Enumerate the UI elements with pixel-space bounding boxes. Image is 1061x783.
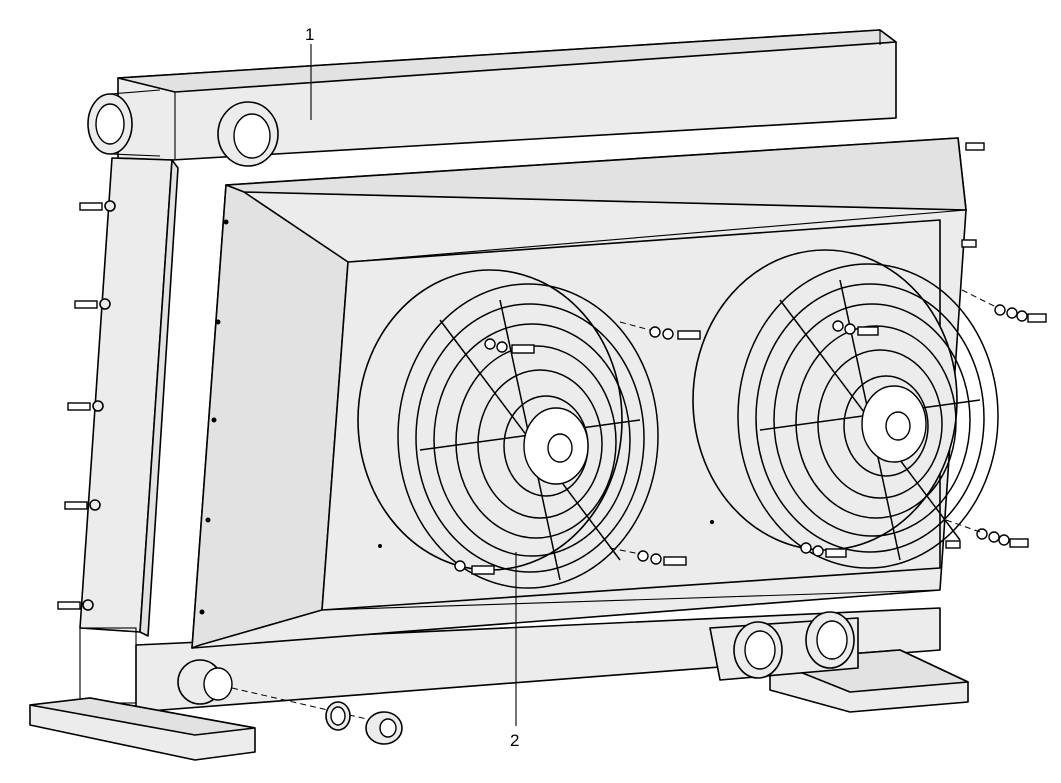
pipe-port-icon xyxy=(733,621,783,679)
left-side-frame xyxy=(79,157,179,704)
fan-left-bolt-icon xyxy=(454,326,701,575)
callout-1: 1 xyxy=(305,25,314,120)
top-right-pipe-port-icon xyxy=(217,101,279,167)
bolt-icon xyxy=(74,298,111,310)
shroud-bolt-icon xyxy=(965,142,985,151)
left-bolts xyxy=(57,200,116,611)
bolt-icon xyxy=(79,200,116,212)
seal-ring-icon xyxy=(325,701,351,731)
fan-right-bolt-icon xyxy=(800,304,1047,558)
shroud-bolt-icon xyxy=(945,540,961,549)
shroud-screws xyxy=(199,219,734,615)
bolt-icon xyxy=(67,400,104,412)
fan-assembly-right xyxy=(692,249,999,569)
shroud-bolt-icon xyxy=(961,239,977,248)
fan-assembly-left xyxy=(357,269,659,589)
pipe-port-icon xyxy=(177,659,233,705)
fan-hub-right-icon xyxy=(861,385,927,463)
pipe-port-icon xyxy=(805,611,855,669)
bolt-icon xyxy=(57,599,94,611)
fan-hub-left-icon xyxy=(523,407,589,485)
bolt-icon xyxy=(64,499,101,511)
top-left-pipe-port-icon xyxy=(87,89,161,157)
callout-label-2: 2 xyxy=(510,731,519,750)
callout-2: 2 xyxy=(510,552,519,750)
left-mounting-bracket-icon xyxy=(29,697,256,761)
drain-plug-icon xyxy=(365,711,403,745)
callout-label-1: 1 xyxy=(305,25,314,44)
bottom-pipe-ports xyxy=(177,611,859,705)
